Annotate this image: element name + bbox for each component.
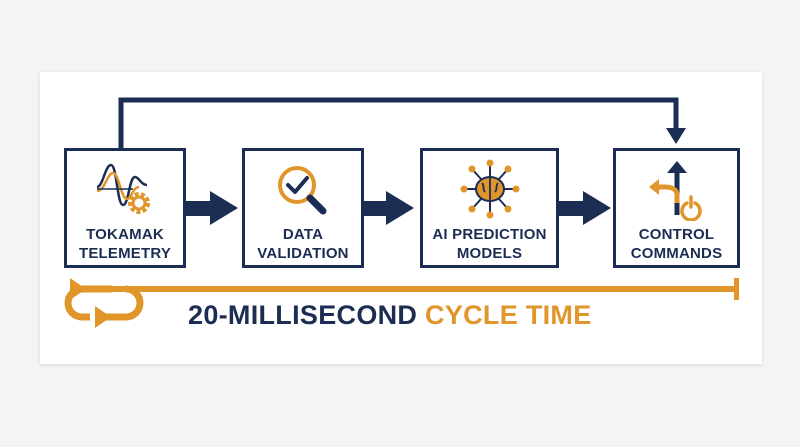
flow-arrow-1 [186, 191, 238, 225]
stage-label-line1: TOKAMAK [86, 226, 164, 243]
feedback-arrowhead [666, 128, 686, 144]
stage-label-line2: TELEMETRY [78, 245, 172, 262]
split-arrow-power-icon [648, 161, 702, 221]
stage-label-line2: MODELS [456, 245, 523, 262]
stage-box-validation: DATA VALIDATION [242, 148, 364, 268]
stage-box-control: CONTROL COMMANDS [613, 148, 740, 268]
flow-arrow-2 [364, 191, 414, 225]
cycle-time-label: CYCLE TIME [425, 300, 592, 330]
stage-label-telemetry: TOKAMAK TELEMETRY [67, 225, 183, 263]
stage-label-validation: DATA VALIDATION [245, 225, 361, 263]
flow-arrow-3 [559, 191, 611, 225]
cycle-time-caption: 20-MILLISECOND CYCLE TIME [188, 300, 592, 331]
loop-arrowhead-left [70, 278, 86, 300]
cycle-time-value: 20-MILLISECOND [188, 300, 418, 330]
stage-label-control: CONTROL COMMANDS [616, 225, 737, 263]
stage-label-line2: COMMANDS [630, 245, 723, 262]
cycle-timeline-bar [100, 286, 738, 292]
loop-arrowhead-right [95, 306, 111, 328]
stage-box-ai-models: AI PREDICTION MODELS [420, 148, 559, 268]
magnifier-check-icon [278, 166, 327, 215]
stage-label-line1: CONTROL [638, 226, 715, 243]
waveform-gear-icon [96, 163, 150, 214]
stage-label-ai-models: AI PREDICTION MODELS [423, 225, 556, 263]
cycle-timeline-end-tick [734, 278, 739, 300]
stage-label-line1: AI PREDICTION [432, 226, 547, 243]
brain-network-icon [460, 159, 519, 219]
stage-label-line2: VALIDATION [257, 245, 349, 262]
feedback-connector [118, 97, 679, 148]
stage-box-telemetry: TOKAMAK TELEMETRY [64, 148, 186, 268]
stage-label-line1: DATA [282, 226, 324, 243]
